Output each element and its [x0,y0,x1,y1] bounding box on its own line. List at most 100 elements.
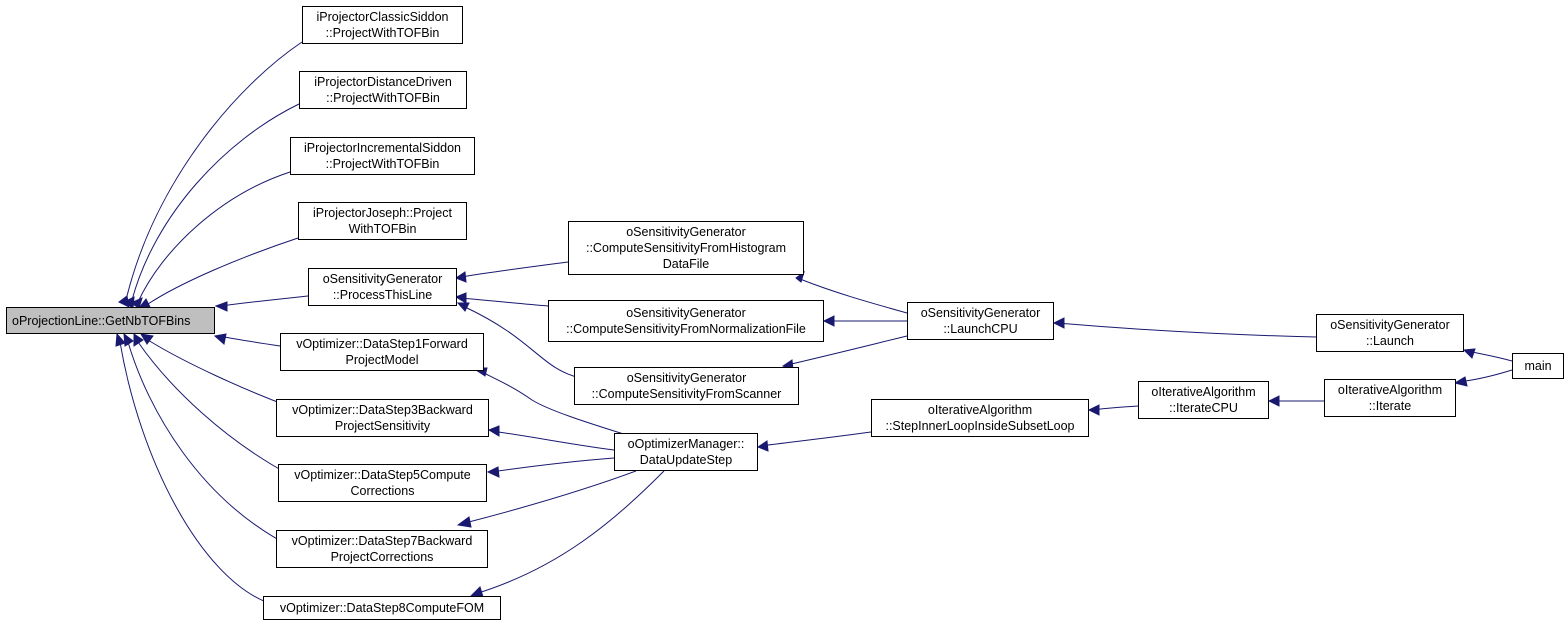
arrowhead-icon [456,516,472,528]
node-label-line: main [1524,359,1552,373]
edge-line [137,171,291,303]
node-label-line: ::StepInnerLoopInsideSubsetLoop [885,419,1075,433]
edge-incremental-to-root [129,171,291,309]
arrowhead-icon [454,292,467,304]
arrowhead-icon [1267,395,1280,407]
node-label-line: oSensitivityGenerator [626,225,746,239]
edge-scanner-to-process [456,302,581,379]
edge-iterate-to-iteratecpu [1267,395,1324,407]
edge-line [474,470,665,595]
node-ds8[interactable]: vOptimizer::DataStep8ComputeFOM [263,596,501,620]
edge-line [799,278,908,314]
arrowhead-icon [456,302,470,312]
arrowhead-icon [123,332,134,347]
node-distance[interactable]: iProjectorDistanceDriven::ProjectWithTOF… [299,71,467,109]
node-label-line: ProjectCorrections [330,550,434,564]
node-label-line: ::Iterate [1368,399,1412,413]
arrowhead-icon [1453,376,1468,387]
node-norm[interactable]: oSensitivityGenerator::ComputeSensitivit… [548,300,824,342]
node-label-line: ::ProcessThisLine [332,288,433,302]
node-classic[interactable]: iProjectorClassicSiddon::ProjectWithTOFB… [302,6,463,44]
edge-line [127,341,291,547]
edge-iteratecpu-to-stepinner [1087,404,1139,416]
node-label-line: ::Launch [1366,334,1414,348]
edge-stepinner-to-dataupdate [756,431,872,452]
arrowhead-icon [487,425,500,437]
node-label-line: ::ProjectWithTOFBin [325,157,440,171]
node-root[interactable]: oProjectionLine::GetNbTOFBins [6,307,215,334]
edge-line [131,103,300,301]
node-process[interactable]: oSensitivityGenerator::ProcessThisLine [308,268,457,306]
edge-line [786,335,908,366]
node-stepinner[interactable]: oIterativeAlgorithm::StepInnerLoopInside… [871,399,1089,437]
edge-norm-to-process [454,292,549,307]
node-label-line: oSensitivityGenerator [322,272,443,286]
node-label-line: vOptimizer::DataStep1Forward [296,337,468,351]
edge-ds8-to-root [115,332,267,603]
node-label-line: oSensitivityGenerator [1330,318,1450,332]
node-label-line: vOptimizer::DataStep7Backward [291,534,473,548]
node-dataupdate[interactable]: oOptimizerManager::DataUpdateStep [614,433,758,471]
edge-line [759,431,872,447]
node-label-line: iProjectorIncrementalSiddon [303,141,462,155]
node-label-line: ::IterateCPU [1169,401,1238,415]
node-iteratecpu[interactable]: oIterativeAlgorithm::IterateCPU [1138,381,1269,419]
edge-line [119,341,267,603]
node-label-line: oProjectionLine::GetNbTOFBins [12,313,191,328]
edge-ds1-to-root [213,333,281,347]
arrowhead-icon [140,333,154,345]
node-label-line: DataUpdateStep [639,453,733,467]
node-label-line: oSensitivityGenerator [626,306,746,320]
node-iterate[interactable]: oIterativeAlgorithm::Iterate [1324,379,1456,417]
node-incremental[interactable]: iProjectorIncrementalSiddon::ProjectWith… [290,137,475,175]
edge-line [460,470,637,525]
edge-launchcpu-to-norm [822,315,907,327]
node-label-line: ::ComputeSensitivityFromHistogram [585,241,787,255]
node-label-line: ::ProjectWithTOFBin [326,91,440,105]
arrowhead-icon [213,333,227,345]
arrowhead-icon [214,301,228,312]
edge-line [220,295,309,307]
node-label-line: ::ComputeSensitivityFromNormalizationFil… [566,322,806,336]
edge-ds5-to-root [133,333,291,476]
arrowhead-icon [115,332,126,347]
edge-dataupdate-to-ds3 [487,425,615,451]
node-label-line: vOptimizer::DataStep8ComputeFOM [279,601,485,615]
arrowhead-icon [756,440,769,452]
node-main[interactable]: main [1512,353,1564,379]
node-label-line: oIterativeAlgorithm [1151,385,1256,399]
node-label-line: ::ComputeSensitivityFromScanner [591,387,782,401]
edge-line [125,41,303,301]
node-label-line: oSensitivityGenerator [626,371,747,385]
node-label-line: iProjectorJoseph::Project [313,206,452,220]
edge-classic-to-root [118,41,303,308]
edge-line [137,341,291,476]
arrowhead-icon [1462,348,1476,359]
edge-histo-to-process [454,261,569,283]
node-launchcpu[interactable]: oSensitivityGenerator::LaunchCPU [907,302,1054,340]
edge-line [460,297,549,307]
arrowhead-icon [1087,404,1100,416]
node-launch[interactable]: oSensitivityGenerator::Launch [1316,314,1464,352]
node-label-line: iProjectorDistanceDriven [314,75,452,89]
edge-distance-to-root [123,103,300,309]
edge-dataupdate-to-ds7 [456,470,637,528]
arrowhead-icon [133,333,144,347]
node-label-line: Corrections [350,484,415,498]
edge-dataupdate-to-ds8 [469,470,665,598]
node-label-line: vOptimizer::DataStep3Backward [292,403,473,417]
edge-line [147,339,289,407]
node-scanner[interactable]: oSensitivityGenerator::ComputeSensitivit… [574,367,799,405]
edge-dataupdate-to-ds5 [486,457,615,478]
node-label-line: iProjectorClassicSiddon [316,10,449,24]
node-histo[interactable]: oSensitivityGenerator::ComputeSensitivit… [568,221,804,275]
node-label-line: ::ProjectWithTOFBin [325,26,440,40]
edge-joseph-to-root [138,237,299,310]
node-label-line: oIterativeAlgorithm [1337,383,1443,397]
